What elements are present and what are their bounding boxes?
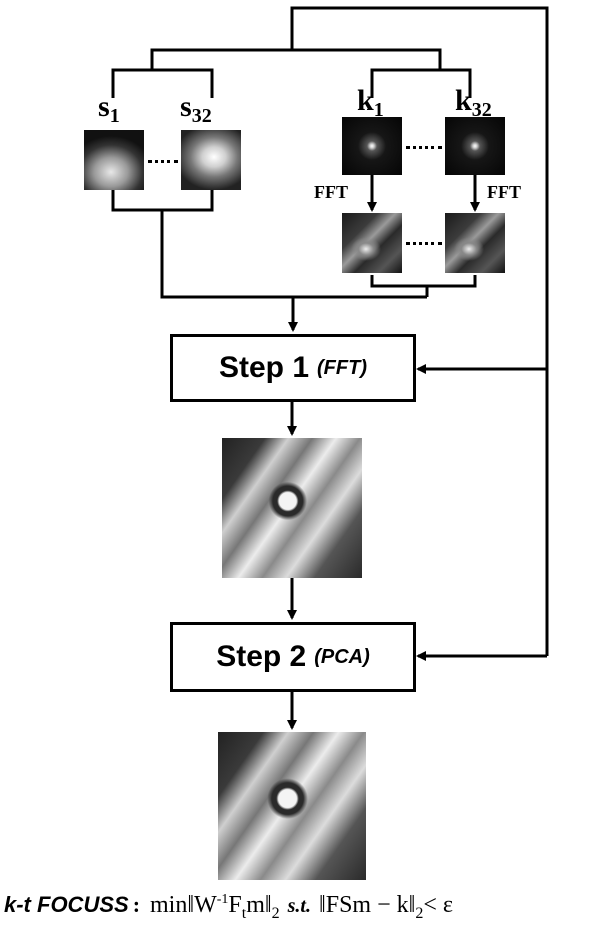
aliased-ellipsis	[406, 242, 442, 245]
fft-label-right: FFT	[487, 182, 521, 202]
formula-objective: min‖W-1Ftm‖2	[150, 892, 280, 922]
coil-path	[160, 210, 427, 299]
step1-label: Step 1	[218, 351, 310, 384]
kspace-image-last	[445, 117, 505, 175]
formula-name: k-t FOCUSS	[4, 892, 129, 917]
output-image	[218, 732, 366, 880]
step1-method: (FFT)	[317, 356, 367, 379]
coil-bracket	[111, 68, 214, 98]
alias-bottom-bracket	[370, 275, 477, 288]
formula-constraint: ‖FSm − k‖2< ε	[318, 892, 453, 922]
coil-label-first: s1	[98, 90, 120, 127]
kspace-bracket	[370, 68, 472, 98]
coil-bottom-bracket	[111, 190, 214, 212]
top-bracket	[150, 48, 442, 70]
kspace-label-last: k32	[455, 84, 492, 121]
coil-sensitivity-image-first	[84, 130, 144, 190]
kspace-ellipsis	[406, 146, 442, 149]
step2-box: Step 2 (PCA)	[170, 622, 416, 692]
formula-subject-to: s.t.	[287, 895, 311, 917]
kspace-image-first	[342, 117, 402, 175]
step2-label: Step 2	[216, 640, 307, 673]
coil-ellipsis	[148, 160, 178, 163]
coil-label-last: s32	[180, 90, 212, 127]
coil-sensitivity-image-last	[181, 130, 241, 190]
step2-method: (PCA)	[314, 645, 370, 668]
aliased-image-first	[342, 213, 402, 273]
fft-label-left: FFT	[314, 182, 348, 202]
kspace-label-first: k1	[357, 84, 384, 121]
step1-box: Step 1 (FFT)	[170, 334, 416, 402]
aliased-image-last	[445, 213, 505, 273]
intermediate-image	[222, 438, 362, 578]
